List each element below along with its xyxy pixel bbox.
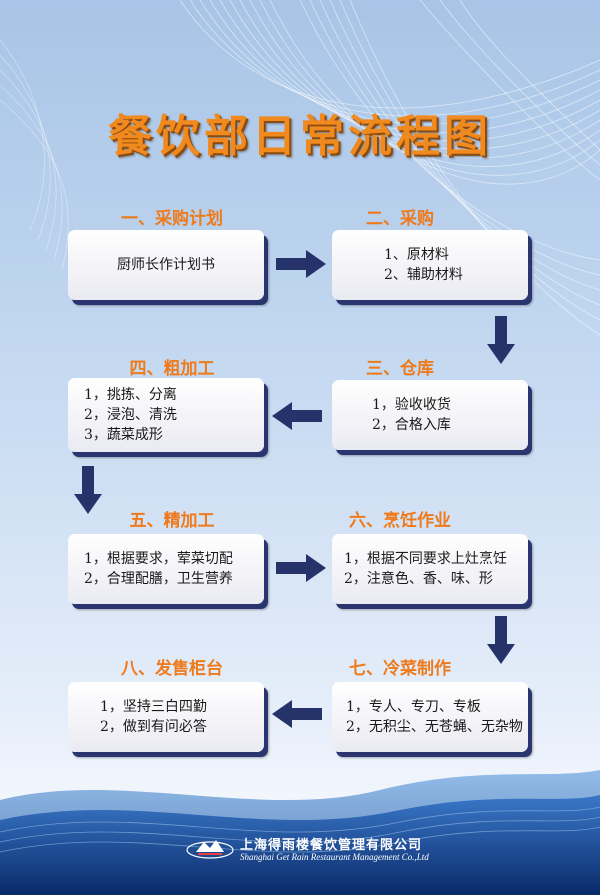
step-box-8: 1，坚持三白四勤 2，做到有问必答 bbox=[68, 682, 264, 752]
step-label-8: 八、发售柜台 bbox=[121, 659, 223, 679]
step-label-4: 四、粗加工 bbox=[129, 359, 215, 379]
arrow-left-icon bbox=[272, 402, 322, 430]
step-box-1: 厨师长作计划书 bbox=[68, 230, 264, 300]
step-box-2: 1、原材料 2、辅助材料 bbox=[332, 230, 528, 300]
step-label-2: 二、采购 bbox=[366, 209, 434, 229]
step-4-line-2: 2，浸泡、清洗 bbox=[84, 407, 177, 423]
page-title: 餐饮部日常流程图 bbox=[108, 111, 492, 162]
step-label-1: 一、采购计划 bbox=[121, 209, 223, 229]
step-label-6: 六、烹饪作业 bbox=[349, 511, 451, 531]
step-7-line-2: 2，无积尘、无苍蝇、无杂物 bbox=[346, 719, 523, 735]
step-4-line-3: 3，蔬菜成形 bbox=[84, 427, 163, 443]
step-box-4: 1，挑拣、分离 2，浸泡、清洗 3，蔬菜成形 bbox=[68, 378, 264, 452]
step-5-line-2: 2，合理配膳，卫生营养 bbox=[84, 571, 233, 587]
arrow-down-icon bbox=[487, 316, 515, 364]
step-box-5: 1，根据要求，荤菜切配 2，合理配膳，卫生营养 bbox=[68, 534, 264, 604]
step-2-line-2: 2、辅助材料 bbox=[384, 267, 463, 283]
step-7-line-1: 1，专人、专刀、专板 bbox=[346, 699, 481, 715]
step-box-6: 1，根据不同要求上灶烹饪 2，注意色、香、味、形 bbox=[332, 534, 528, 604]
step-box-7: 1，专人、专刀、专板 2，无积尘、无苍蝇、无杂物 bbox=[332, 682, 528, 752]
company-name-cn: 上海得雨楼餐饮管理有限公司 bbox=[240, 838, 423, 853]
step-3-line-1: 1，验收收货 bbox=[372, 397, 451, 413]
arrow-right-icon bbox=[276, 250, 326, 278]
step-6-line-2: 2，注意色、香、味、形 bbox=[344, 571, 493, 587]
arrow-down-icon bbox=[74, 466, 102, 514]
step-box-3: 1，验收收货 2，合格入库 bbox=[332, 380, 528, 450]
step-6-line-1: 1，根据不同要求上灶烹饪 bbox=[344, 551, 507, 567]
arrow-down-icon bbox=[487, 616, 515, 664]
step-label-3: 三、仓库 bbox=[366, 359, 434, 379]
step-label-5: 五、精加工 bbox=[129, 511, 215, 531]
arrow-right-icon bbox=[276, 554, 326, 582]
step-1-line-1: 厨师长作计划书 bbox=[117, 257, 215, 273]
arrow-left-icon bbox=[272, 700, 322, 728]
step-4-line-1: 1，挑拣、分离 bbox=[84, 387, 177, 403]
step-2-line-1: 1、原材料 bbox=[384, 247, 449, 263]
step-3-line-2: 2，合格入库 bbox=[372, 417, 451, 433]
company-logo-icon bbox=[186, 840, 234, 859]
company-name-en: Shanghai Get Rain Restaurant Management … bbox=[240, 852, 429, 862]
step-label-7: 七、冷菜制作 bbox=[349, 659, 451, 679]
footer-wave bbox=[0, 770, 600, 895]
step-8-line-2: 2，做到有问必答 bbox=[100, 719, 207, 735]
step-8-line-1: 1，坚持三白四勤 bbox=[100, 699, 207, 715]
step-5-line-1: 1，根据要求，荤菜切配 bbox=[84, 551, 233, 567]
